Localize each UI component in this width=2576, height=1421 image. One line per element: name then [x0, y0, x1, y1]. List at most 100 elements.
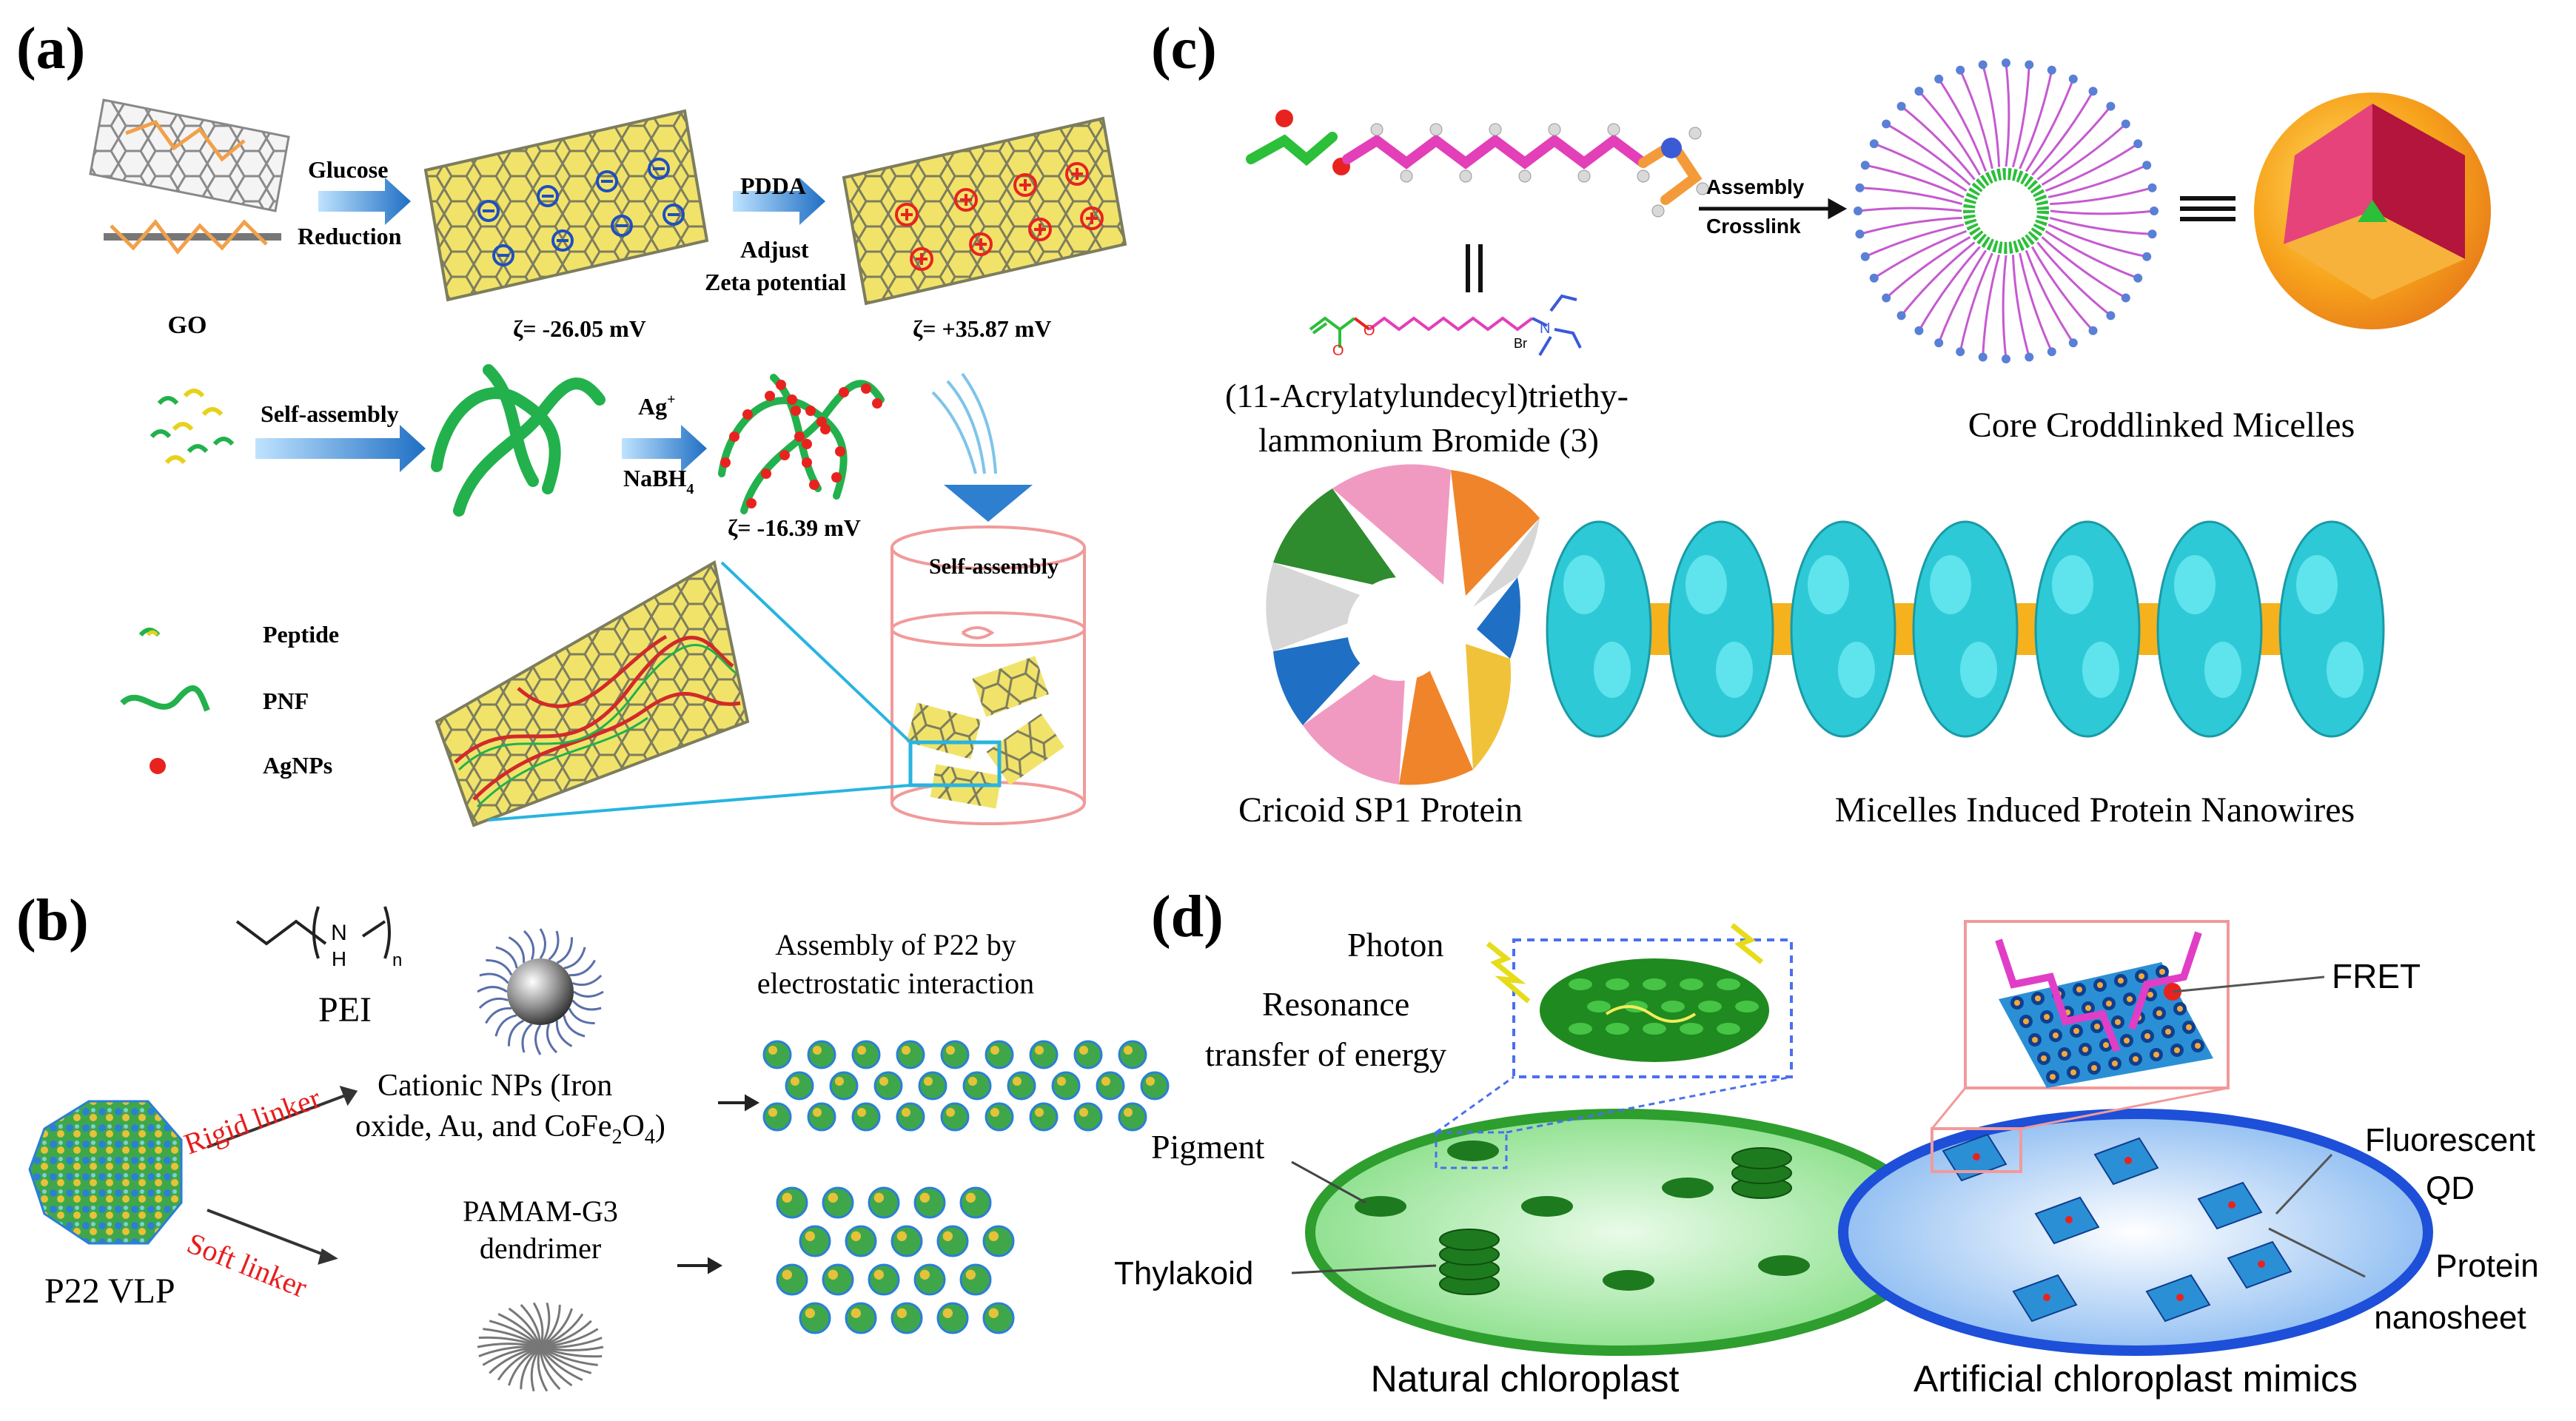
zoom-box	[908, 740, 1002, 787]
resonance-line2: transfer of energy	[1205, 1035, 1446, 1073]
photon-label: Photon	[1347, 926, 1443, 964]
legend-pnf: PNF	[263, 688, 309, 714]
p22-lattice-rigid	[762, 1040, 1170, 1132]
arrow-self-assembly	[255, 425, 426, 472]
pei-label: PEI	[318, 990, 372, 1029]
arrow-glucose	[318, 178, 411, 225]
fluorescent-pointer	[2275, 1153, 2333, 1215]
panel-b-label: (b)	[16, 888, 89, 953]
rgo-sheet-negative	[423, 109, 709, 302]
linker-arrows	[207, 1085, 358, 1265]
rigid-linker-label: Rigid linker	[180, 1081, 325, 1160]
fluorescent-line2: QD	[2426, 1170, 2475, 1206]
protein-line1: Protein	[2435, 1248, 2538, 1284]
thylakoid-pointer	[1291, 1264, 1437, 1274]
arrow-pdda	[733, 178, 825, 225]
compound-line2: lammonium Bromide (3)	[1258, 421, 1599, 459]
pei-structure	[235, 906, 391, 959]
formula-br: Br	[1514, 336, 1527, 351]
pigment-label: Pigment	[1151, 1128, 1265, 1166]
rgo-sheet-positive	[842, 116, 1127, 306]
reduction-label: Reduction	[298, 223, 402, 249]
natural-chloroplast	[1305, 1109, 1937, 1356]
panel-c-label: (c)	[1151, 16, 1217, 81]
arrow-to-p22-assembly	[718, 1094, 760, 1112]
assembly-line1: Assembly of P22 by	[775, 928, 1016, 961]
assembly-line2: electrostatic interaction	[757, 967, 1034, 1000]
legend-pnf-icon	[120, 685, 210, 712]
micelle	[1854, 58, 2159, 363]
protein-line2: nanosheet	[2374, 1300, 2526, 1336]
skeletal-formula	[1309, 294, 1582, 357]
zoom-lines	[488, 561, 912, 822]
go-label: GO	[168, 312, 207, 339]
surfactant-3d	[1246, 110, 1709, 218]
self-assembly-label: Self-assembly	[261, 400, 399, 427]
composite-sheet	[435, 560, 750, 827]
micelles-label: Core Croddlinked Micelles	[1968, 406, 2355, 445]
adjust-label: Adjust	[740, 236, 809, 263]
drop-arrow	[931, 372, 1033, 522]
nabh4-label: NaBH4	[623, 465, 694, 497]
nanowires-label: Micelles Induced Protein Nanowires	[1835, 790, 2355, 830]
zeta-3: ζ= -16.39 mV	[728, 514, 861, 541]
artificial-chloroplast-label: Artificial chloroplast mimics	[1913, 1358, 2358, 1400]
panel-d-label: (d)	[1151, 884, 1224, 950]
artificial-chloroplast	[1838, 1109, 2433, 1356]
sp1-label: Cricoid SP1 Protein	[1238, 790, 1523, 830]
pnf-fibers	[431, 364, 606, 517]
legend-a: Peptide PNF AgNPs	[120, 621, 339, 779]
arrow-silver	[622, 425, 707, 472]
cationic-line1: Cationic NPs (Iron	[378, 1069, 612, 1103]
legend-agnp-icon	[150, 758, 166, 774]
pigment-pointer	[1291, 1160, 1366, 1204]
pei-n-atom: N	[331, 921, 347, 945]
glucose-label: Glucose	[308, 156, 388, 183]
fret-pointer	[2172, 975, 2325, 993]
triple-equal	[2180, 196, 2235, 221]
thylakoid-label: Thylakoid	[1114, 1255, 1253, 1291]
zeta-potential-label: Zeta potential	[705, 269, 846, 295]
panel-a-label: (a)	[16, 16, 85, 81]
cationic-line2: oxide, Au, and CoFe2O4)	[355, 1109, 665, 1149]
formula-oxygen: O	[1332, 343, 1344, 359]
pamam-dendrimer	[477, 1302, 604, 1392]
core-shell-sphere	[2254, 93, 2491, 329]
pei-n-sub: n	[392, 950, 402, 970]
zeta-1: ζ= -26.05 mV	[513, 315, 646, 342]
legend-agnps: AgNPs	[263, 752, 332, 779]
legend-peptide: Peptide	[263, 621, 339, 648]
pamam-line2: dendrimer	[480, 1232, 601, 1265]
cationic-np	[477, 928, 604, 1055]
cylinder-self-assembly-label: Self-assembly	[929, 554, 1059, 579]
arrow-to-p22-soft	[677, 1257, 723, 1274]
soft-linker-label: Soft linker	[183, 1226, 312, 1304]
p22-lattice-soft	[776, 1186, 1015, 1334]
protein-pointer	[2268, 1227, 2366, 1278]
natural-chloroplast-label: Natural chloroplast	[1371, 1358, 1680, 1400]
assembly-label: Assembly	[1706, 175, 1805, 198]
go-sheet	[89, 98, 290, 255]
crosslink-label: Crosslink	[1706, 215, 1801, 238]
resonance-line1: Resonance	[1262, 985, 1409, 1023]
arrow-assembly-crosslink	[1699, 198, 1848, 220]
p22-vlp	[28, 1100, 183, 1245]
pamam-line1: PAMAM-G3	[463, 1195, 618, 1228]
natural-zoom-inset	[1435, 923, 1793, 1134]
peptide-monomers	[150, 389, 235, 465]
sp1-protein-ring	[1266, 464, 1540, 785]
fret-label: FRET	[2332, 957, 2421, 995]
pdda-label: PDDA	[740, 172, 806, 199]
artificial-zoom-inset	[1931, 920, 2230, 1130]
pei-h-atom: H	[332, 947, 346, 970]
p22-label: P22 VLP	[44, 1271, 175, 1311]
pnf-agnps	[718, 374, 885, 514]
compound-line1: (11-Acrylatylundecyl)triethy-	[1225, 377, 1629, 414]
ag-label: Ag+	[638, 392, 676, 420]
equivalence-bars	[1466, 244, 1483, 292]
formula-nitrogen: N	[1540, 320, 1550, 337]
fluorescent-line1: Fluorescent	[2365, 1122, 2535, 1158]
zeta-2: ζ= +35.87 mV	[913, 315, 1051, 342]
